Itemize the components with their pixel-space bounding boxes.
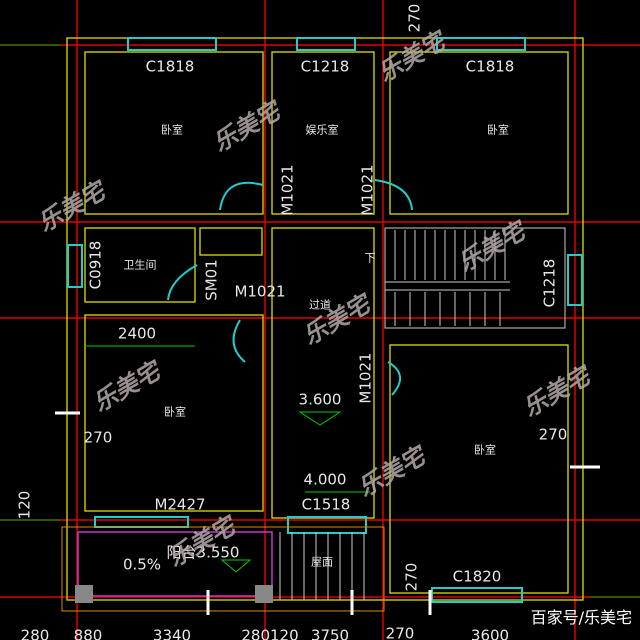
dimension: 280120 [241, 626, 299, 640]
room-label: 卧室 [161, 123, 183, 137]
window-label: C1818 [465, 57, 515, 76]
room-label: 卧室 [474, 443, 496, 457]
room-label: 阳台3.550 [166, 543, 240, 562]
dimension: 3750 [310, 626, 350, 640]
dimension: 270 [83, 428, 113, 447]
stairs-label: 下 [364, 251, 376, 265]
window-label: C1218 [540, 258, 559, 308]
dimension: 880 [73, 626, 103, 640]
dimension: 270 [538, 425, 568, 444]
door-label: M1021 [278, 164, 297, 216]
room-label: 卫生间 [123, 258, 157, 272]
door-label: M1021 [358, 164, 377, 216]
window-label: C1518 [301, 495, 351, 514]
door-label: SM01 [202, 259, 221, 301]
dimension: 2400 [117, 324, 157, 343]
door-label: M1021 [234, 282, 286, 301]
dimension: 3340 [152, 626, 192, 640]
room-label: 卧室 [164, 405, 186, 419]
slope-mark: 0.5% [122, 555, 162, 574]
level-mark: 3.600 [298, 390, 342, 409]
room-label: 卧室 [487, 123, 509, 137]
room-label: 屋面 [311, 555, 333, 569]
window-label: C1218 [300, 57, 350, 76]
window-label: C1820 [452, 567, 502, 586]
dimension: 120 [15, 490, 34, 520]
door-label: M2427 [154, 495, 206, 514]
dimension: 270 [402, 562, 421, 592]
dimension: 280 [20, 626, 50, 640]
room-label: 娱乐室 [305, 123, 339, 137]
door-label: M1021 [356, 352, 375, 404]
level-mark: 4.000 [303, 470, 347, 489]
window-label: C1818 [145, 57, 195, 76]
dimension: 3600 [470, 626, 510, 640]
room-label: 过道 [309, 298, 331, 312]
brand-caption: 百家号/乐美宅 [530, 608, 632, 627]
dimension: 270 [385, 624, 415, 640]
window-label: C0918 [86, 240, 105, 290]
